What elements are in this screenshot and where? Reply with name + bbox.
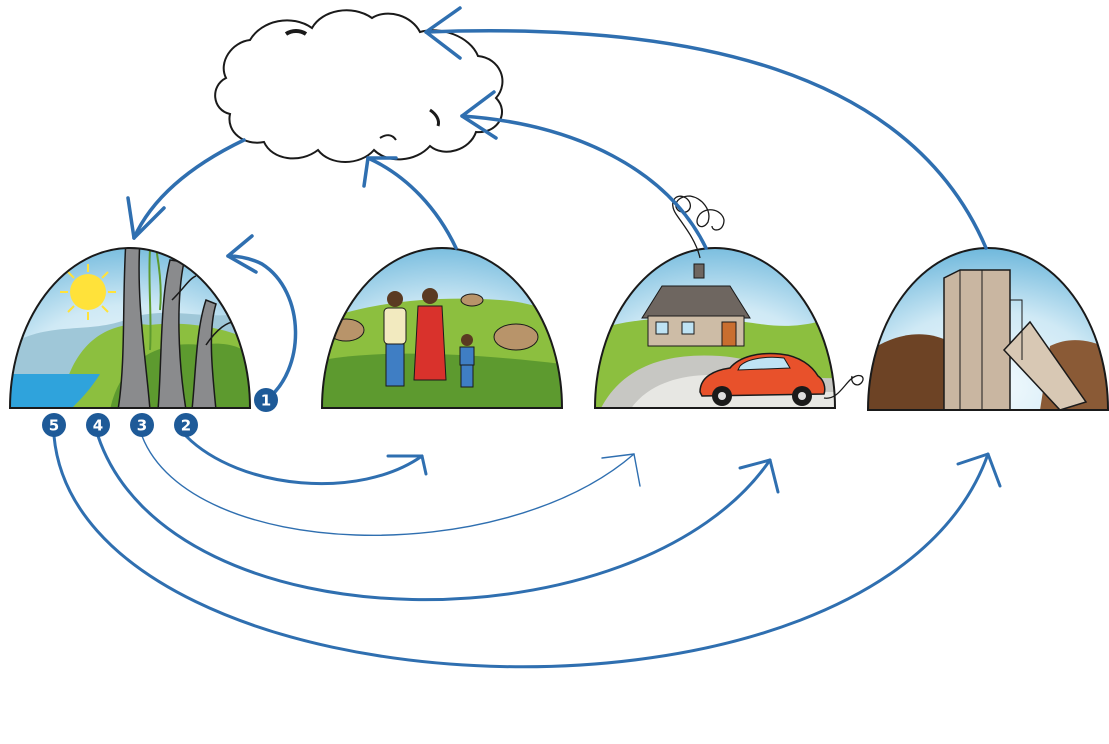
marker-1: 1 (254, 388, 278, 412)
sun-icon (60, 264, 116, 320)
house-car-dome-icon (593, 195, 864, 409)
svg-text:2: 2 (181, 417, 191, 435)
smoke-icon (672, 195, 864, 399)
svg-text:5: 5 (49, 417, 59, 435)
tall-building-icon (943, 269, 1088, 410)
svg-text:4: 4 (93, 417, 103, 435)
arrow-cloud-to-forest (126, 138, 246, 240)
arrows-to-cloud (126, 6, 988, 402)
arrow-5-to-industry (52, 434, 1002, 669)
arrow-3-to-house (141, 435, 641, 536)
marker-2: 2 (174, 413, 198, 437)
car-icon (699, 352, 826, 406)
arrow-forest-1-curl (226, 234, 298, 402)
arrow-2-to-pasture (184, 434, 428, 486)
arrow-pasture-to-cloud (362, 156, 458, 250)
svg-text:3: 3 (137, 417, 147, 435)
arrow-4-to-car (96, 434, 780, 602)
marker-5: 5 (42, 413, 66, 437)
arrow-house-to-cloud (460, 90, 708, 250)
cloud-icon (214, 9, 504, 163)
family-icon (383, 288, 475, 388)
forest-dome-icon (8, 247, 252, 409)
industry-dome-icon (866, 247, 1109, 411)
arrow-industry-to-cloud (424, 6, 988, 250)
svg-text:1: 1 (261, 392, 271, 410)
marker-3: 3 (130, 413, 154, 437)
house-icon (641, 263, 751, 347)
arrows-bottom (52, 434, 1002, 669)
marker-4: 4 (86, 413, 110, 437)
pasture-dome-icon (320, 247, 564, 409)
